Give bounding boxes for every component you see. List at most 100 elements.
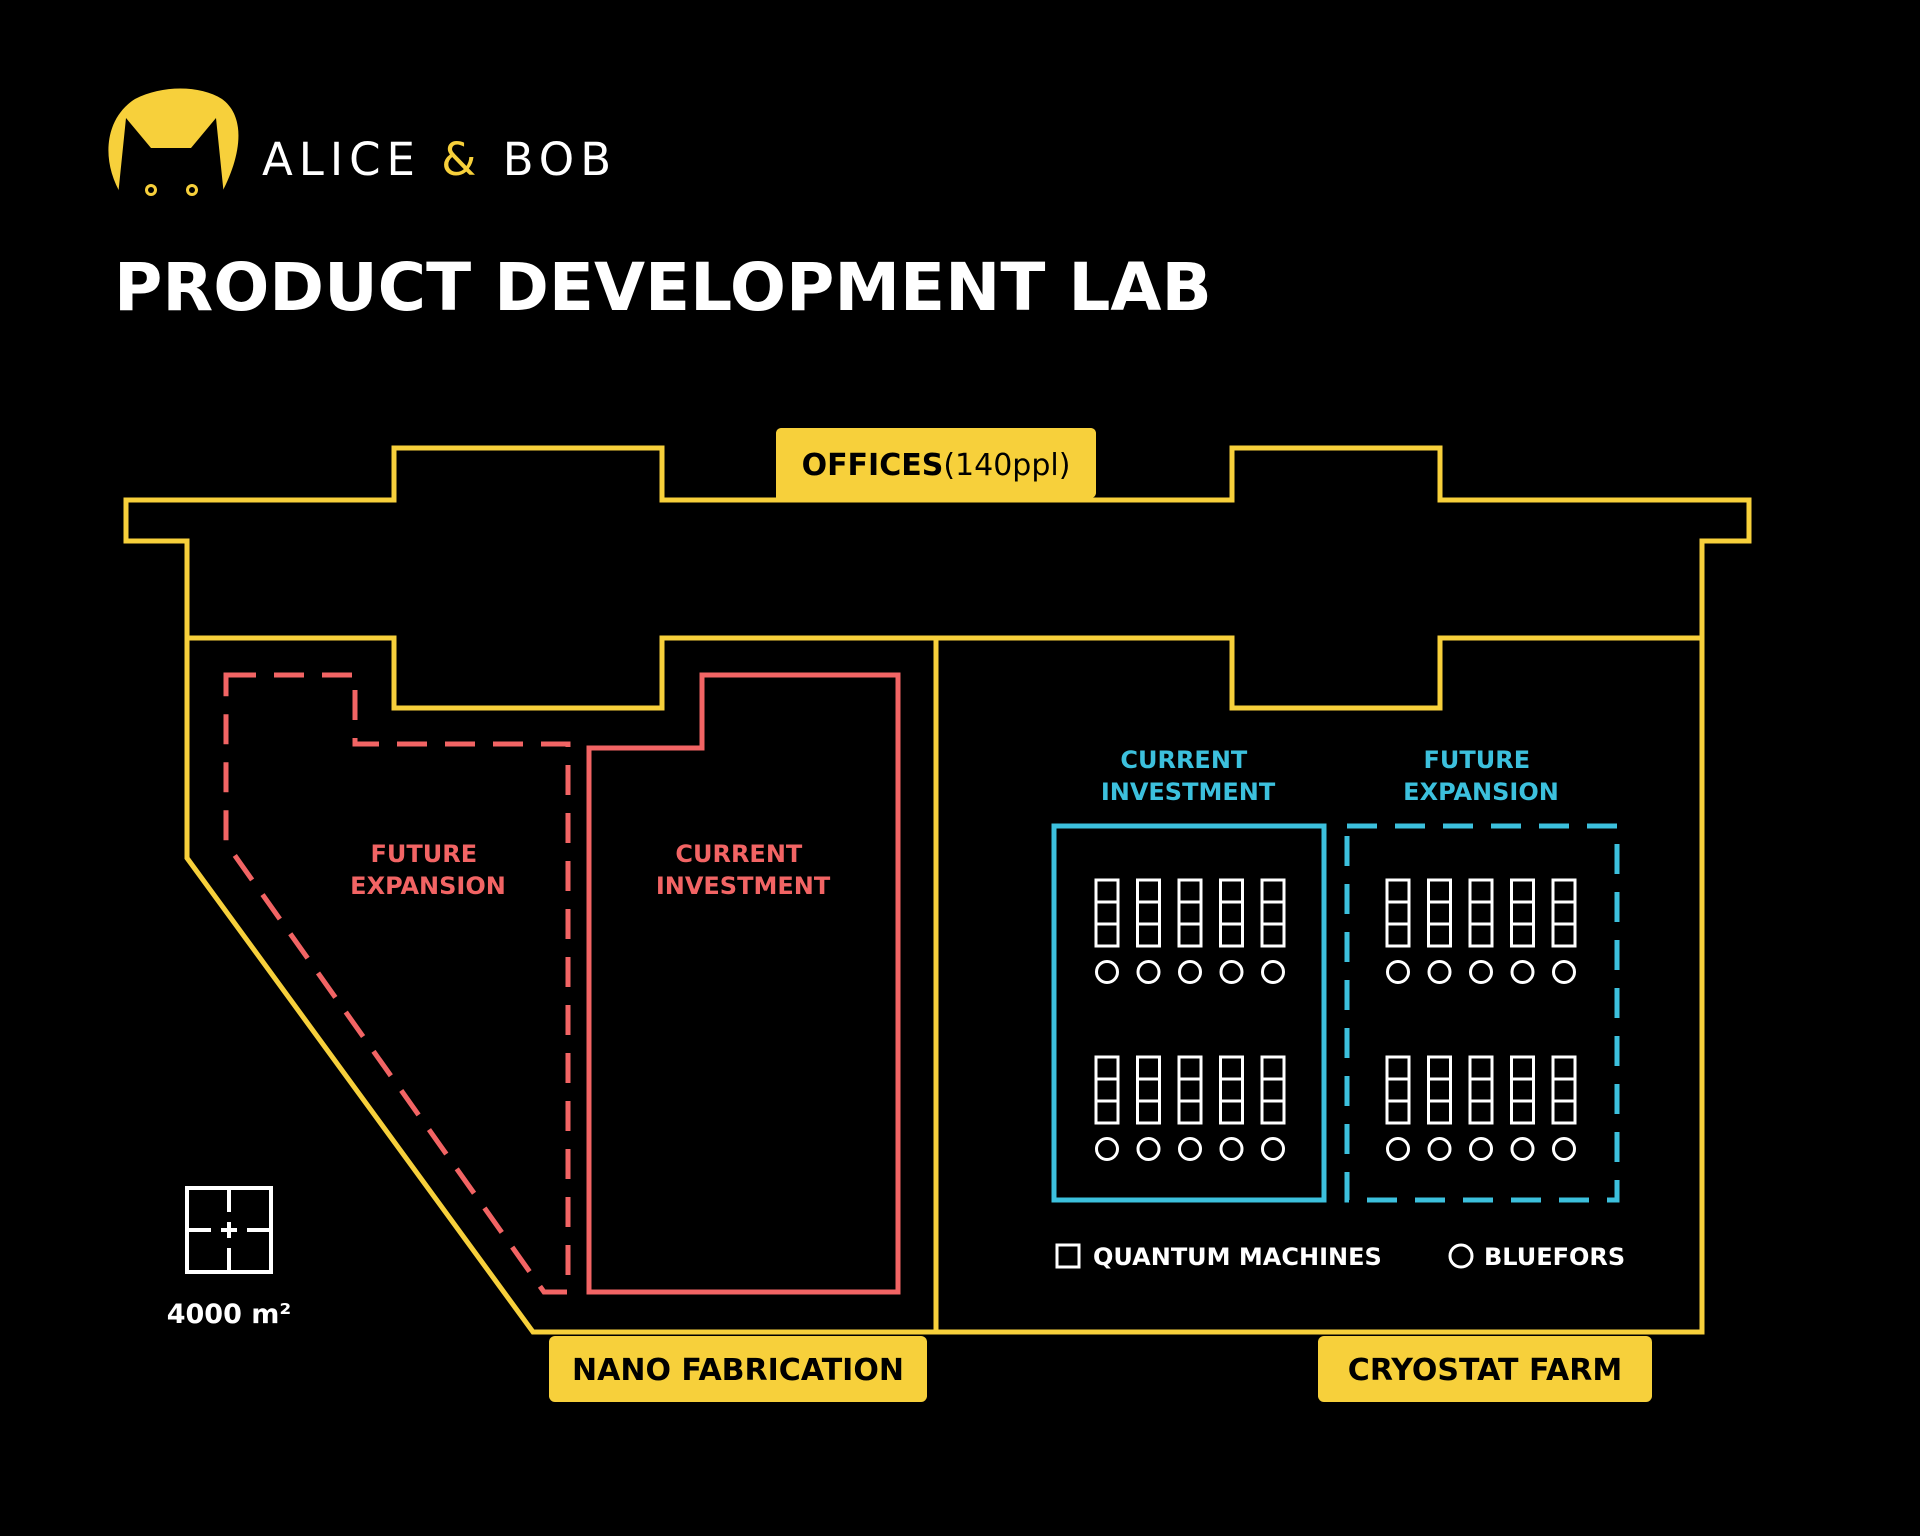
quantum-machine-icon bbox=[1219, 1077, 1244, 1103]
quantum-machine-icon bbox=[1385, 922, 1411, 948]
rack-group-current-bottom bbox=[1094, 1055, 1286, 1161]
quantum-machine-icon bbox=[1385, 1077, 1411, 1103]
brand-name-right: BOB bbox=[482, 133, 617, 186]
quantum-machine-icon bbox=[1468, 1055, 1494, 1081]
cryo-current-investment-zone bbox=[1051, 823, 1327, 1203]
quantum-machine-icon bbox=[1094, 922, 1120, 948]
quantum-machine-icon bbox=[1385, 878, 1411, 904]
nano-fabrication-tag: NANO FABRICATION bbox=[549, 1336, 927, 1402]
rack-group-current-top bbox=[1094, 878, 1286, 984]
page-title: PRODUCT DEVELOPMENT LAB bbox=[114, 249, 1212, 326]
quantum-machine-icon bbox=[1427, 1055, 1452, 1081]
quantum-machine-icon bbox=[1510, 1077, 1535, 1103]
quantum-machine-icon bbox=[1468, 878, 1494, 904]
bluefors-icon bbox=[1178, 960, 1202, 984]
quantum-machine-icon bbox=[1094, 1077, 1120, 1103]
quantum-machine-icon bbox=[1260, 1099, 1286, 1125]
quantum-machine-icon bbox=[1510, 900, 1535, 926]
quantum-machine-icon bbox=[1219, 900, 1244, 926]
bluefors-icon bbox=[1178, 1137, 1202, 1161]
quantum-machine-icon bbox=[1177, 1077, 1203, 1103]
floor-area-value: 4000 m² bbox=[167, 1299, 292, 1330]
quantum-machine-icon bbox=[1551, 922, 1577, 948]
quantum-machine-icon bbox=[1385, 1055, 1411, 1081]
quantum-machine-icon bbox=[1136, 900, 1161, 926]
brand-name: ALICE & BOB bbox=[262, 133, 617, 186]
bluefors-icon bbox=[1427, 960, 1452, 984]
bluefors-icon bbox=[1095, 960, 1119, 984]
quantum-machine-icon bbox=[1510, 1099, 1535, 1125]
quantum-machine-icon bbox=[1510, 878, 1535, 904]
quantum-machine-icon bbox=[1094, 1099, 1120, 1125]
quantum-machine-icon bbox=[1510, 1055, 1535, 1081]
quantum-machine-icon bbox=[1136, 1055, 1161, 1081]
rack-group-future-bottom bbox=[1385, 1055, 1577, 1161]
cryostat-farm-tag-label: CRYOSTAT FARM bbox=[1348, 1353, 1622, 1388]
quantum-machine-icon bbox=[1427, 878, 1452, 904]
legend-bluefors: BLUEFORS bbox=[1484, 1243, 1625, 1271]
floor-area-icon bbox=[185, 1186, 273, 1274]
quantum-machine-icon bbox=[1177, 1055, 1203, 1081]
quantum-machine-icon bbox=[1136, 1077, 1161, 1103]
quantum-machine-icon bbox=[1136, 1099, 1161, 1125]
nano-current-label: CURRENT INVESTMENT bbox=[656, 840, 831, 900]
bluefors-icon bbox=[1261, 960, 1285, 984]
cat-head-icon bbox=[108, 88, 239, 196]
nano-fabrication-tag-label: NANO FABRICATION bbox=[572, 1353, 904, 1388]
cat-eyes-icon bbox=[145, 184, 198, 196]
brand-ampersand: & bbox=[441, 133, 482, 186]
quantum-machine-icon bbox=[1551, 1055, 1577, 1081]
cryo-current-label: CURRENT INVESTMENT bbox=[1101, 746, 1276, 806]
legend-quantum-machines: QUANTUM MACHINES bbox=[1093, 1243, 1382, 1271]
quantum-machine-icon bbox=[1468, 1099, 1494, 1125]
quantum-machine-icon bbox=[1177, 900, 1203, 926]
quantum-machine-icon bbox=[1427, 922, 1452, 948]
bluefors-icon bbox=[1469, 960, 1493, 984]
bluefors-icon bbox=[1469, 1137, 1493, 1161]
bluefors-icon bbox=[1219, 960, 1244, 984]
offices-tag-label: OFFICES(140ppl) bbox=[802, 448, 1071, 483]
quantum-machine-icon bbox=[1427, 900, 1452, 926]
quantum-machine-icon bbox=[1094, 878, 1120, 904]
cat-ears-icon bbox=[118, 118, 224, 196]
brand-name-left: ALICE bbox=[262, 133, 441, 186]
quantum-machine-icon bbox=[1427, 1099, 1452, 1125]
bluefors-icon bbox=[1136, 960, 1161, 984]
bluefors-icon bbox=[1386, 1137, 1410, 1161]
offices-tag: OFFICES(140ppl) bbox=[776, 428, 1096, 498]
quantum-machine-icon bbox=[1094, 900, 1120, 926]
quantum-machine-icon bbox=[1177, 922, 1203, 948]
bluefors-icon bbox=[1552, 1137, 1576, 1161]
bluefors-icon bbox=[1427, 1137, 1452, 1161]
bluefors-icon bbox=[1510, 960, 1535, 984]
bluefors-legend-icon bbox=[1448, 1243, 1474, 1269]
bluefors-icon bbox=[1386, 960, 1410, 984]
bluefors-icon bbox=[1219, 1137, 1244, 1161]
bluefors-icon bbox=[1095, 1137, 1119, 1161]
building-outer-wall bbox=[123, 445, 1752, 1335]
nano-current-investment-zone bbox=[586, 672, 901, 1295]
quantum-machine-icon bbox=[1260, 1077, 1286, 1103]
quantum-machine-icon bbox=[1177, 878, 1203, 904]
bluefors-icon bbox=[1510, 1137, 1535, 1161]
bluefors-icon bbox=[1136, 1137, 1161, 1161]
equipment-layer bbox=[1094, 878, 1577, 1161]
quantum-machine-icon bbox=[1468, 1077, 1494, 1103]
quantum-machine-icon bbox=[1260, 900, 1286, 926]
bluefors-icon bbox=[1261, 1137, 1285, 1161]
bluefors-icon bbox=[1552, 960, 1576, 984]
legend: QUANTUM MACHINES BLUEFORS bbox=[1055, 1243, 1625, 1271]
interior-wall-offices bbox=[187, 635, 1702, 711]
alice-bob-logo bbox=[108, 88, 239, 196]
quantum-machine-legend-icon bbox=[1055, 1243, 1081, 1269]
quantum-machine-icon bbox=[1260, 922, 1286, 948]
quantum-machine-icon bbox=[1551, 1099, 1577, 1125]
quantum-machine-icon bbox=[1094, 1055, 1120, 1081]
quantum-machine-icon bbox=[1219, 878, 1244, 904]
nano-future-expansion-zone bbox=[223, 672, 571, 1295]
cryo-future-expansion-zone bbox=[1344, 823, 1620, 1203]
rack-group-future-top bbox=[1385, 878, 1577, 984]
quantum-machine-icon bbox=[1219, 1055, 1244, 1081]
quantum-machine-icon bbox=[1468, 900, 1494, 926]
